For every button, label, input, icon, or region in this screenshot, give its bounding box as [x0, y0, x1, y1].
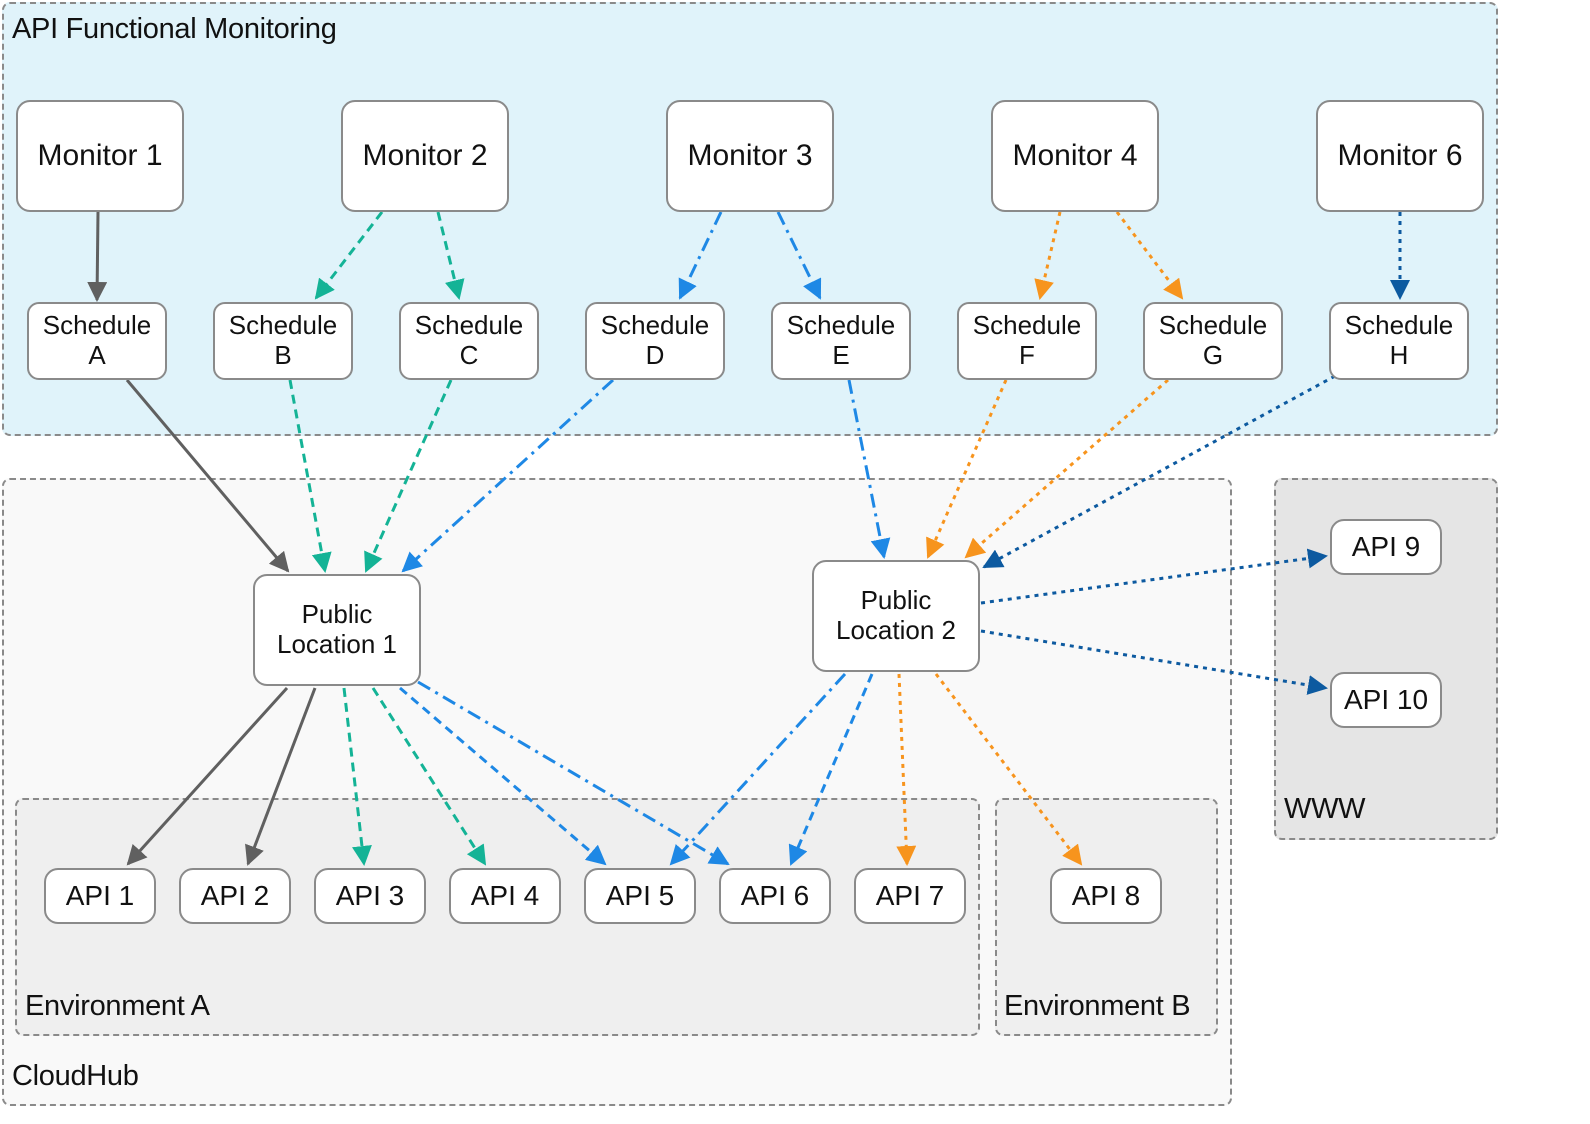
- edge-pl2-to-api10: [980, 629, 1328, 695]
- monitor-6-label: Monitor 6: [1337, 138, 1463, 172]
- schedule-h-label-line1: Schedule: [1344, 310, 1454, 341]
- api-4-label: API 4: [470, 879, 540, 911]
- schedule-e-label-line1: Schedule: [786, 310, 896, 341]
- edge-m4-to-sg: [1115, 211, 1184, 300]
- schedule-a-label-line2: A: [88, 340, 106, 370]
- edge-pl2-to-api5: [669, 672, 847, 866]
- schedule-c-label-line1: Schedule: [414, 310, 524, 341]
- monitor-3-node[interactable]: Monitor 3: [666, 100, 834, 212]
- schedule-d-label-line2: D: [645, 340, 665, 370]
- edge-m1-to-sa: [87, 211, 108, 302]
- monitor-2-label: Monitor 2: [362, 138, 488, 172]
- edge-pl2-to-api8: [934, 673, 1083, 866]
- edge-sd-to-pl1: [401, 378, 615, 573]
- edge-pl2-to-api7: [896, 673, 917, 866]
- api-3-label: API 3: [335, 879, 405, 911]
- monitor-4-label: Monitor 4: [1012, 138, 1138, 172]
- public-location-1-label-line1: Public: [301, 599, 373, 630]
- edge-sf-to-pl2: [926, 379, 1008, 559]
- edge-m3-to-se: [776, 211, 822, 300]
- schedule-a-label-line1: Schedule: [42, 310, 152, 341]
- group-title-environment-b: Environment B: [1004, 990, 1191, 1022]
- monitor-6-node[interactable]: Monitor 6: [1316, 100, 1484, 212]
- api-5-node[interactable]: API 5: [584, 868, 696, 924]
- edge-pl2-to-api9: [980, 548, 1328, 605]
- edge-pl1-to-api2: [245, 687, 317, 866]
- edge-sh-to-pl2: [982, 374, 1336, 569]
- edge-pl2-to-api6: [788, 673, 874, 866]
- edge-pl1-to-api4: [371, 687, 487, 866]
- public-location-1-label-line2: Location 1: [277, 629, 397, 659]
- monitor-1-label: Monitor 1: [37, 138, 163, 172]
- schedule-g-label-line2: G: [1202, 340, 1224, 370]
- edge-sb-to-pl1: [288, 379, 332, 573]
- group-title-cloudhub: CloudHub: [12, 1060, 139, 1092]
- public-location-2-label-line2: Location 2: [836, 615, 956, 645]
- schedule-g-label-line1: Schedule: [1158, 310, 1268, 341]
- api-9-label: API 9: [1351, 530, 1421, 562]
- api-5-label: API 5: [605, 879, 675, 911]
- api-4-node[interactable]: API 4: [449, 868, 561, 924]
- edge-m2-to-sc: [436, 211, 465, 300]
- edge-pl1-to-api1: [126, 686, 289, 866]
- public-location-2-label-line1: Public: [860, 585, 932, 616]
- monitor-1-node[interactable]: Monitor 1: [16, 100, 184, 212]
- schedule-h-label-line2: H: [1389, 340, 1409, 370]
- api-10-label: API 10: [1343, 683, 1429, 715]
- api-2-node[interactable]: API 2: [179, 868, 291, 924]
- edge-se-to-pl2: [847, 379, 891, 559]
- monitor-2-node[interactable]: Monitor 2: [341, 100, 509, 212]
- api-8-label: API 8: [1071, 879, 1141, 911]
- schedule-c-label-line2: C: [459, 340, 479, 370]
- api-7-label: API 7: [875, 879, 945, 911]
- monitor-3-label: Monitor 3: [687, 138, 813, 172]
- monitor-4-node[interactable]: Monitor 4: [991, 100, 1159, 212]
- api-7-node[interactable]: API 7: [854, 868, 966, 924]
- api-1-node[interactable]: API 1: [44, 868, 156, 924]
- group-title-api-functional-monitoring: API Functional Monitoring: [12, 13, 337, 45]
- edge-pl1-to-api5: [399, 686, 607, 866]
- api-10-node[interactable]: API 10: [1330, 672, 1442, 728]
- api-3-node[interactable]: API 3: [314, 868, 426, 924]
- schedule-e-label-line2: E: [832, 340, 850, 370]
- api-2-label: API 2: [200, 879, 270, 911]
- api-6-label: API 6: [740, 879, 810, 911]
- edge-sc-to-pl1: [364, 379, 453, 573]
- edge-m3-to-sd: [678, 211, 723, 300]
- edge-m2-to-sb: [314, 211, 384, 300]
- api-9-node[interactable]: API 9: [1330, 519, 1442, 575]
- api-8-node[interactable]: API 8: [1050, 868, 1162, 924]
- group-title-environment-a: Environment A: [25, 990, 210, 1022]
- schedule-f-label-line1: Schedule: [972, 310, 1082, 341]
- edge-sa-to-pl1: [125, 379, 290, 573]
- edge-sg-to-pl2: [964, 378, 1169, 559]
- schedule-b-label-line2: B: [274, 340, 292, 370]
- api-6-node[interactable]: API 6: [719, 868, 831, 924]
- api-1-label: API 1: [65, 879, 135, 911]
- edge-m4-to-sf: [1034, 211, 1062, 300]
- group-title-www: WWW: [1284, 793, 1366, 825]
- schedule-f-label-line2: F: [1019, 340, 1035, 370]
- schedule-b-label-line1: Schedule: [228, 310, 338, 341]
- edge-pl1-to-api3: [342, 687, 372, 866]
- edge-pl1-to-api6: [417, 680, 730, 866]
- schedule-d-label-line1: Schedule: [600, 310, 710, 341]
